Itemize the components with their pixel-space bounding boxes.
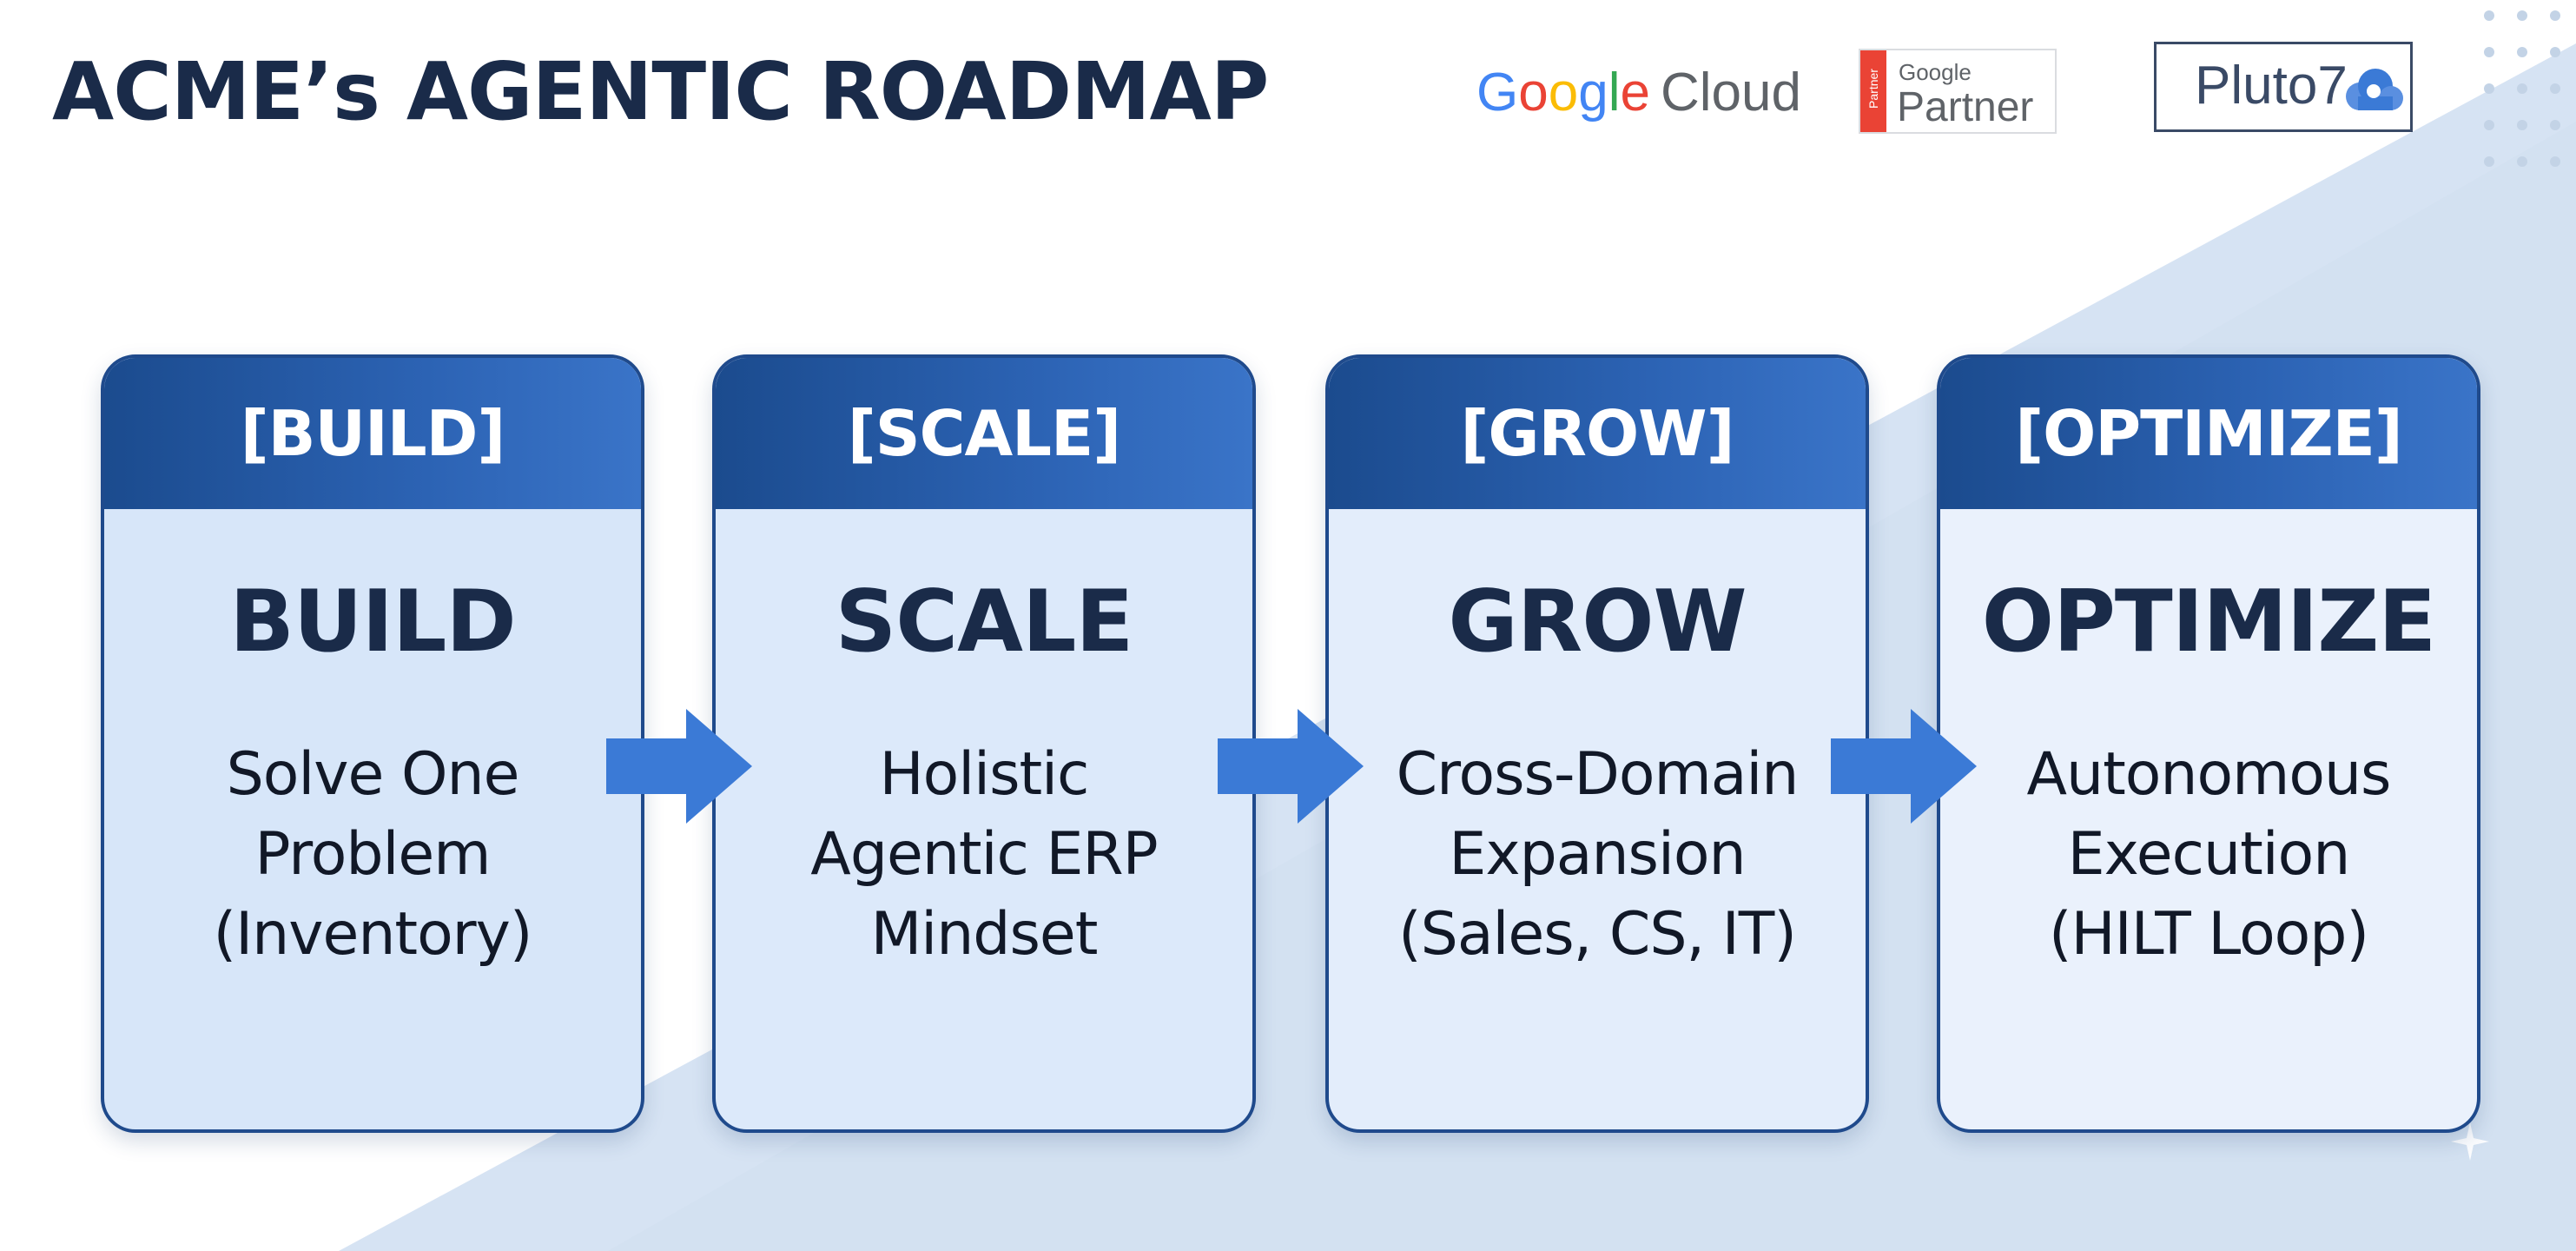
cloud-wordmark: Cloud	[1660, 63, 1801, 122]
stage-description-line: Expansion	[1449, 820, 1746, 889]
stage-description-line: Holistic	[879, 740, 1090, 809]
stage-header: [BUILD]	[104, 358, 641, 509]
stage-description: Holistic Agentic ERP Mindset	[716, 735, 1252, 975]
stage-card-grow: [GROW] GROW Cross-Domain Expansion (Sale…	[1325, 354, 1869, 1133]
stage-card-scale: [SCALE] SCALE Holistic Agentic ERP Minds…	[712, 354, 1256, 1133]
stage-description-line: Execution	[2067, 820, 2351, 889]
decorative-dot-grid	[2484, 10, 2560, 167]
stage-description-line: Cross-Domain	[1396, 740, 1800, 809]
stage-description-line: (HILT Loop)	[2049, 900, 2369, 969]
stage-description: Cross-Domain Expansion (Sales, CS, IT)	[1329, 735, 1866, 975]
stage-description-line: Mindset	[870, 900, 1099, 969]
stage-description-line: Autonomous	[2026, 740, 2392, 809]
stage-name: OPTIMIZE	[1981, 573, 2436, 672]
google-letter: e	[1620, 63, 1650, 122]
flow-arrow-icon	[606, 709, 752, 824]
google-partner-badge: Partner Google Partner	[1859, 49, 2057, 134]
stage-card-optimize: [OPTIMIZE] OPTIMIZE Autonomous Execution…	[1937, 354, 2480, 1133]
stage-header: [GROW]	[1329, 358, 1866, 509]
stage-description-line: Solve One	[226, 740, 520, 809]
partner-strip-label: Partner	[1866, 69, 1880, 109]
stage-name: SCALE	[835, 573, 1134, 672]
flow-arrow-icon	[1218, 709, 1364, 824]
stage-header: [SCALE]	[716, 358, 1252, 509]
stage-name: BUILD	[229, 573, 517, 672]
google-letter: G	[1476, 63, 1519, 122]
sparkle-icon	[2451, 1122, 2489, 1161]
pluto7-wordmark: Pluto7	[2195, 56, 2348, 116]
stage-description-line: (Sales, CS, IT)	[1398, 900, 1797, 969]
flow-arrow-icon	[1831, 709, 1977, 824]
google-letter: o	[1548, 63, 1579, 122]
partner-strip: Partner	[1860, 50, 1886, 132]
stage-name: GROW	[1448, 573, 1747, 672]
stage-description-line: Problem	[254, 820, 491, 889]
google-letter: g	[1578, 63, 1608, 122]
partner-label: Partner	[1897, 84, 2034, 130]
partner-google-label: Google	[1899, 59, 1972, 85]
stage-header: [OPTIMIZE]	[1940, 358, 2477, 509]
stage-card-build: [BUILD] BUILD Solve One Problem (Invento…	[101, 354, 644, 1133]
page-title: ACME’s AGENTIC ROADMAP	[52, 45, 1269, 138]
google-letter: l	[1608, 63, 1621, 122]
stage-description-line: Agentic ERP	[810, 820, 1158, 889]
stage-description: Autonomous Execution (HILT Loop)	[1940, 735, 2477, 975]
google-wordmark: Google	[1476, 63, 1650, 122]
pluto7-logo: Pluto7	[2154, 42, 2413, 132]
google-letter: o	[1518, 63, 1549, 122]
stage-description: Solve One Problem (Inventory)	[104, 735, 641, 975]
cloud-icon	[2346, 69, 2403, 110]
stage-description-line: (Inventory)	[213, 900, 533, 969]
